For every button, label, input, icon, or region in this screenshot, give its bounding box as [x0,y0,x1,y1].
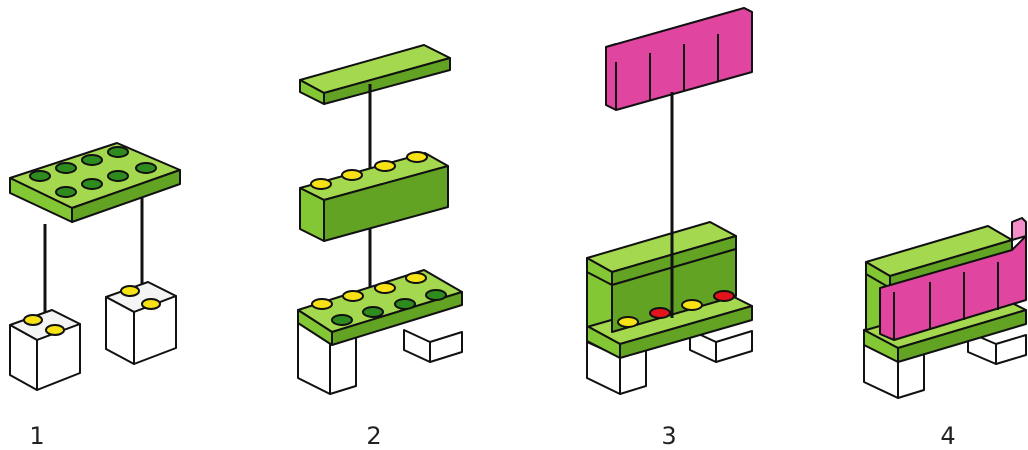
white-legs [297,321,463,395]
green-stud [331,314,353,326]
yellow-stud [374,282,396,294]
yellow-stud [405,272,427,284]
red-stud [649,307,671,319]
yellow-stud [617,316,639,328]
green-brick-1x4 [299,151,449,242]
green-brick-1x4 [586,221,737,333]
white-legs [863,331,1027,399]
green-plate-2x4 [297,269,463,346]
red-stud [713,290,735,302]
step-4-group [863,217,1027,399]
yellow-stud [374,160,396,172]
yellow-stud [310,178,332,190]
green-stud [425,289,447,301]
green-tile-1x4 [299,44,451,105]
green-plate-2x4 [9,142,181,223]
yellow-stud [406,151,428,163]
step-number-4: 4 [940,422,956,450]
yellow-stud [45,324,65,336]
step-number-2: 2 [366,422,382,450]
green-stud [394,298,416,310]
step-1-group [9,142,181,391]
yellow-stud [120,285,140,297]
step-number-1: 1 [29,422,45,450]
green-studs [29,146,157,198]
white-brick-1x2 [9,309,81,391]
pink-wall-panel [879,217,1027,341]
yellow-stud [23,314,43,326]
yellow-stud [681,299,703,311]
yellow-stud [341,169,363,181]
green-stud [362,306,384,318]
step-3-group [586,7,753,395]
yellow-stud [141,298,161,310]
step-2-group [297,44,463,395]
white-brick-1x2 [105,281,177,365]
yellow-stud [342,290,364,302]
white-legs [586,329,753,395]
pink-wall-panel [605,7,753,111]
yellow-stud [311,298,333,310]
step-number-3: 3 [661,422,677,450]
